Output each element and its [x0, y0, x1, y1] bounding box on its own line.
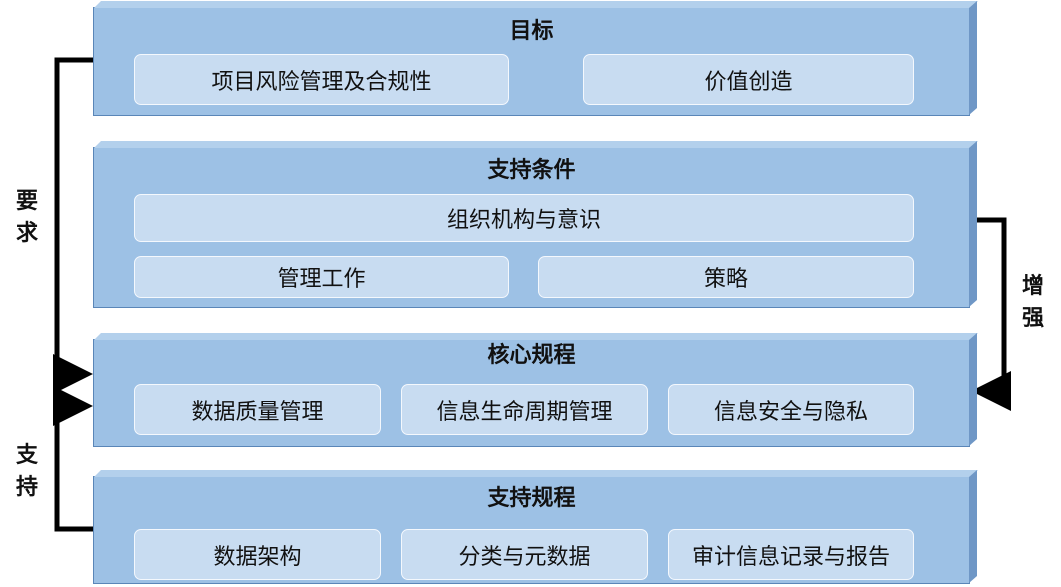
- support-classification-metadata: 分类与元数据: [401, 529, 648, 580]
- layer-support-conditions: 支持条件 组织机构与意识 管理工作 策略: [93, 147, 970, 308]
- core-security-privacy: 信息安全与隐私: [668, 384, 914, 435]
- support-label-text: 支 持: [15, 443, 38, 500]
- require-arrow: [53, 57, 93, 394]
- layer-top-face: [94, 1, 978, 8]
- layer-top-face: [94, 333, 978, 340]
- layer-top-face: [94, 141, 978, 148]
- support-data-architecture: 数据架构: [134, 529, 381, 580]
- require-label: 要 求: [12, 186, 42, 250]
- core-info-lifecycle: 信息生命周期管理: [401, 384, 648, 435]
- enhance-arrow: [970, 217, 1011, 411]
- layer-support-rules-title: 支持规程: [487, 486, 576, 511]
- goal-value-creation: 价值创造: [583, 54, 914, 105]
- layer-core-rules-title: 核心规程: [487, 343, 576, 368]
- layer-core-rules: 核心规程 数据质量管理 信息生命周期管理 信息安全与隐私: [93, 339, 970, 447]
- condition-management-work: 管理工作: [134, 256, 509, 298]
- layer-goals: 目标 项目风险管理及合规性 价值创造: [93, 7, 970, 116]
- enhance-label-text: 增 强: [1021, 274, 1044, 331]
- layer-side-face: [969, 333, 977, 446]
- support-label: 支 持: [12, 440, 42, 504]
- layer-top-face: [94, 470, 978, 477]
- require-label-text: 要 求: [15, 189, 38, 246]
- support-arrow: [53, 386, 93, 532]
- layer-goals-title: 目标: [509, 19, 554, 44]
- condition-policy: 策略: [538, 256, 914, 298]
- condition-organization-awareness: 组织机构与意识: [134, 194, 914, 242]
- layer-support-conditions-title: 支持条件: [487, 158, 576, 183]
- layer-side-face: [969, 141, 977, 307]
- layer-support-rules: 支持规程 数据架构 分类与元数据 审计信息记录与报告: [93, 476, 970, 584]
- layer-side-face: [969, 1, 977, 115]
- layer-side-face: [969, 470, 977, 583]
- goal-risk-compliance: 项目风险管理及合规性: [134, 54, 509, 105]
- support-audit-reporting: 审计信息记录与报告: [668, 529, 914, 580]
- core-data-quality: 数据质量管理: [134, 384, 381, 435]
- enhance-label: 增 强: [1018, 271, 1048, 335]
